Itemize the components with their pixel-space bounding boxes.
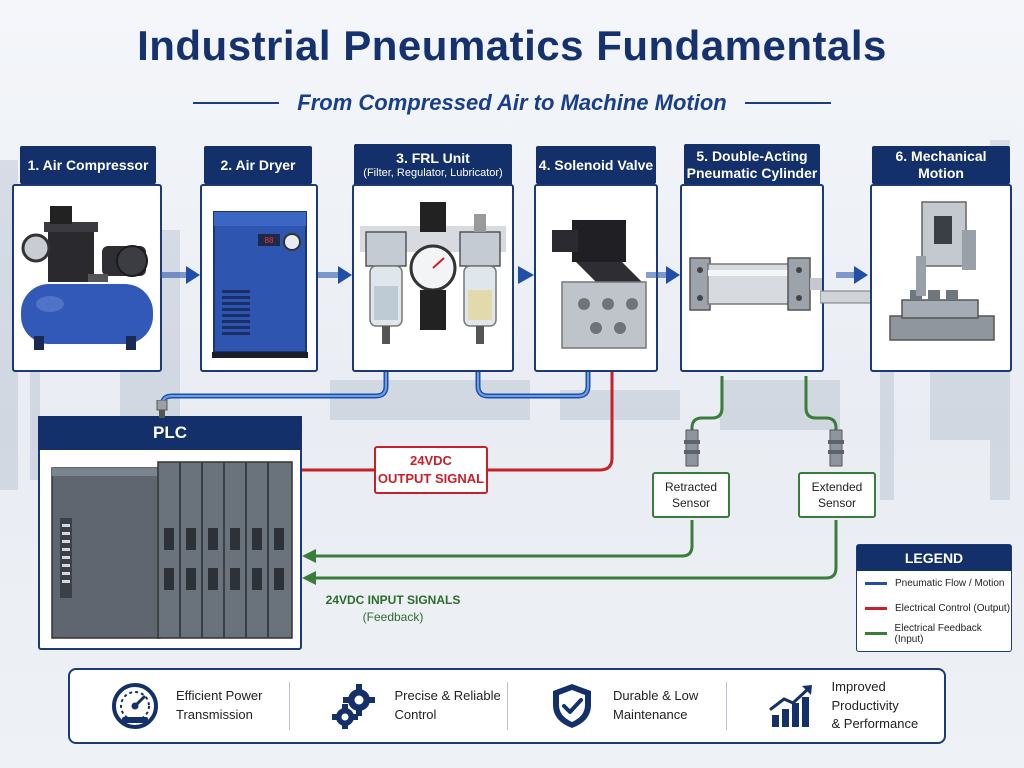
- benefit-line2: Maintenance: [613, 707, 688, 722]
- benefit-line2: & Performance: [831, 716, 919, 732]
- legend-label: Electrical Feedback (Input): [894, 622, 982, 645]
- flow-arrow-3: [518, 266, 534, 284]
- stage-title: 4. Solenoid Valve: [538, 156, 654, 173]
- legend-label: Electrical Control (Output): [895, 603, 1011, 614]
- air-compressor-icon: [21, 206, 153, 350]
- input-signals-title: 24VDC INPUT SIGNALS: [325, 593, 461, 607]
- page-subtitle: From Compressed Air to Machine Motion: [297, 90, 727, 115]
- shield-check-icon: [553, 684, 591, 728]
- input-signals-subtitle: (Feedback): [362, 610, 424, 625]
- benefit-line1: Precise & Reliable: [394, 688, 501, 704]
- stage-title: 6. Mechanical Motion: [895, 148, 987, 181]
- benefit-text: Efficient Power Transmission: [176, 687, 262, 725]
- stage-label-valve: 4. Solenoid Valve: [536, 146, 656, 184]
- feedback-line-extended: [310, 520, 838, 580]
- benefit-text: Durable & Low Maintenance: [613, 687, 698, 725]
- stage-dryer: 88: [200, 184, 318, 372]
- retracted-sensor-label: Retracted Sensor: [652, 472, 730, 518]
- plc-panel: [38, 416, 302, 650]
- benefit-line1: Improved Productivity: [831, 678, 899, 713]
- benefit-line1: Durable & Low: [613, 688, 699, 704]
- stage-label-compressor: 1. Air Compressor: [20, 146, 156, 184]
- benefit-line1: Efficient Power: [176, 688, 263, 704]
- air-dryer-icon: 88: [212, 211, 308, 358]
- page-title: Industrial Pneumatics Fundamentals: [137, 22, 887, 69]
- subtitle-row: From Compressed Air to Machine Motion: [0, 88, 1024, 118]
- legend-swatch: [865, 607, 887, 610]
- plc-air-fitting: [156, 400, 168, 418]
- growth-chart-icon: [769, 685, 812, 727]
- legend-item-input: Electrical Feedback (Input): [857, 621, 1011, 646]
- gears-icon: [331, 684, 375, 729]
- sensor-name: Extended: [811, 479, 863, 494]
- frl-unit-icon: [360, 202, 506, 344]
- cable-retracted-sensor: [690, 376, 724, 430]
- benefit-efficiency: Efficient Power Transmission: [70, 670, 289, 742]
- stage-title-line2: Pneumatic Cylinder: [686, 165, 818, 181]
- stage-title: 3. FRL Unit: [396, 150, 470, 166]
- extended-sensor-probe: [828, 429, 844, 467]
- stage-label-frl: 3. FRL Unit (Filter, Regulator, Lubricat…: [354, 144, 512, 186]
- stage-cylinder: [680, 184, 824, 372]
- input-signals-label: 24VDC INPUT SIGNALS (Feedback): [318, 592, 468, 627]
- benefit-control: Precise & Reliable Control: [288, 670, 508, 742]
- sensor-type: Sensor: [817, 496, 857, 510]
- stage-motion: [870, 184, 1012, 372]
- legend: LEGEND Pneumatic Flow / Motion Electrica…: [856, 544, 1012, 652]
- retracted-sensor-probe: [684, 429, 700, 467]
- benefit-productivity: Improved Productivity & Performance: [725, 670, 945, 742]
- benefits-bar: Efficient Power Transmission Precise & R…: [68, 668, 946, 744]
- benefit-text: Improved Productivity & Performance: [832, 678, 945, 735]
- plc-title: PLC: [38, 416, 302, 450]
- legend-item-output: Electrical Control (Output): [857, 596, 1011, 621]
- plc-hardware-icon: [51, 461, 293, 639]
- subtitle-rule-left: [193, 102, 280, 104]
- output-signal-line: [302, 366, 614, 472]
- legend-item-pneumatic: Pneumatic Flow / Motion: [857, 571, 1011, 596]
- flow-arrow-2: [318, 266, 352, 284]
- solenoid-valve-icon: [552, 220, 647, 349]
- stage-label-motion: 6. Mechanical Motion: [872, 146, 1010, 184]
- svg-text:88: 88: [265, 236, 274, 245]
- feedback-line-retracted: [310, 520, 694, 558]
- benefit-line2: Control: [394, 707, 437, 722]
- legend-title: LEGEND: [857, 545, 1011, 571]
- stage-title: 1. Air Compressor: [27, 156, 149, 173]
- sensor-name: Retracted: [664, 479, 718, 494]
- flow-arrow-5: [836, 266, 868, 284]
- stage-compressor: [12, 184, 162, 372]
- output-signal-label: 24VDC OUTPUT SIGNAL: [374, 446, 488, 494]
- benefit-line2: Transmission: [176, 707, 253, 722]
- legend-swatch: [865, 582, 887, 585]
- cable-extended-sensor: [804, 376, 838, 430]
- stage-subtitle: (Filter, Regulator, Lubricator): [363, 166, 503, 179]
- stage-valve: [534, 184, 658, 372]
- legend-swatch: [865, 632, 887, 635]
- output-signal-text: OUTPUT SIGNAL: [377, 471, 485, 486]
- extended-sensor-label: Extended Sensor: [798, 472, 876, 518]
- flow-arrow-4: [646, 266, 680, 284]
- stage-label-cylinder: 5. Double-Acting Pneumatic Cylinder: [684, 144, 820, 186]
- mechanical-motion-icon: [889, 201, 995, 341]
- subtitle-rule-right: [744, 102, 831, 104]
- benefit-durability: Durable & Low Maintenance: [507, 670, 726, 742]
- stage-label-dryer: 2. Air Dryer: [204, 146, 312, 184]
- pneumatic-cylinder-icon: [689, 257, 822, 311]
- flow-arrow-1: [160, 266, 200, 284]
- legend-label: Pneumatic Flow / Motion: [895, 578, 1005, 589]
- stage-title: 5. Double-Acting: [696, 148, 808, 165]
- stage-title: 2. Air Dryer: [220, 156, 296, 173]
- output-signal-voltage: 24VDC: [410, 453, 452, 469]
- benefit-text: Precise & Reliable Control: [395, 687, 501, 725]
- stage-frl: [352, 184, 514, 372]
- sensor-type: Sensor: [671, 496, 711, 510]
- gauge-icon: [112, 683, 158, 729]
